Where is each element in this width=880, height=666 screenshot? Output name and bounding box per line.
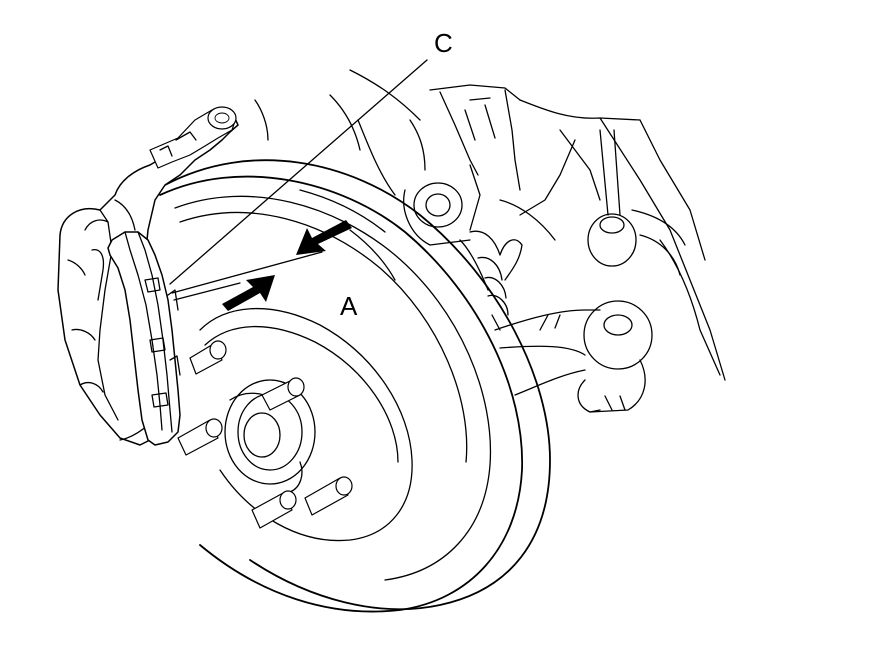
brake-disc: [159, 159, 551, 613]
wheel-stud-bottom: [251, 490, 297, 529]
suspension-background: [254, 69, 726, 413]
wheel-stud-left-lower: [177, 418, 223, 456]
wheel-studs: [177, 340, 353, 529]
measurement-line-a: [171, 251, 323, 294]
brake-pad: [107, 231, 181, 446]
leader-line-c: [169, 59, 428, 285]
arrow-down-left-icon: [296, 220, 352, 255]
wheel-stud-right: [304, 476, 353, 516]
thickness-measurement: [169, 59, 428, 311]
arrow-up-right-icon: [222, 275, 275, 311]
wheel-stud-left-upper: [189, 340, 227, 375]
callout-label-c: C: [434, 28, 453, 58]
wheel-stud-top: [261, 377, 305, 411]
callout-label-a: A: [340, 291, 358, 321]
